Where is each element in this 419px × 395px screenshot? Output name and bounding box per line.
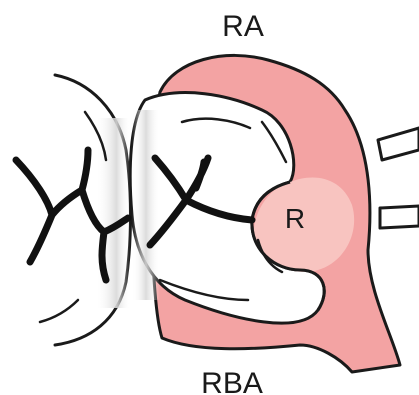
label-rba: RBA — [201, 367, 263, 395]
right-tooth-shade — [132, 110, 160, 300]
adjacent-tooth-edge-bottom — [380, 206, 419, 228]
adjacent-tooth-edge-top — [378, 128, 419, 160]
label-ra: RA — [222, 10, 264, 43]
left-tooth-groove-lower — [40, 300, 78, 322]
label-r: R — [285, 203, 305, 234]
left-tooth-shade — [96, 118, 130, 308]
